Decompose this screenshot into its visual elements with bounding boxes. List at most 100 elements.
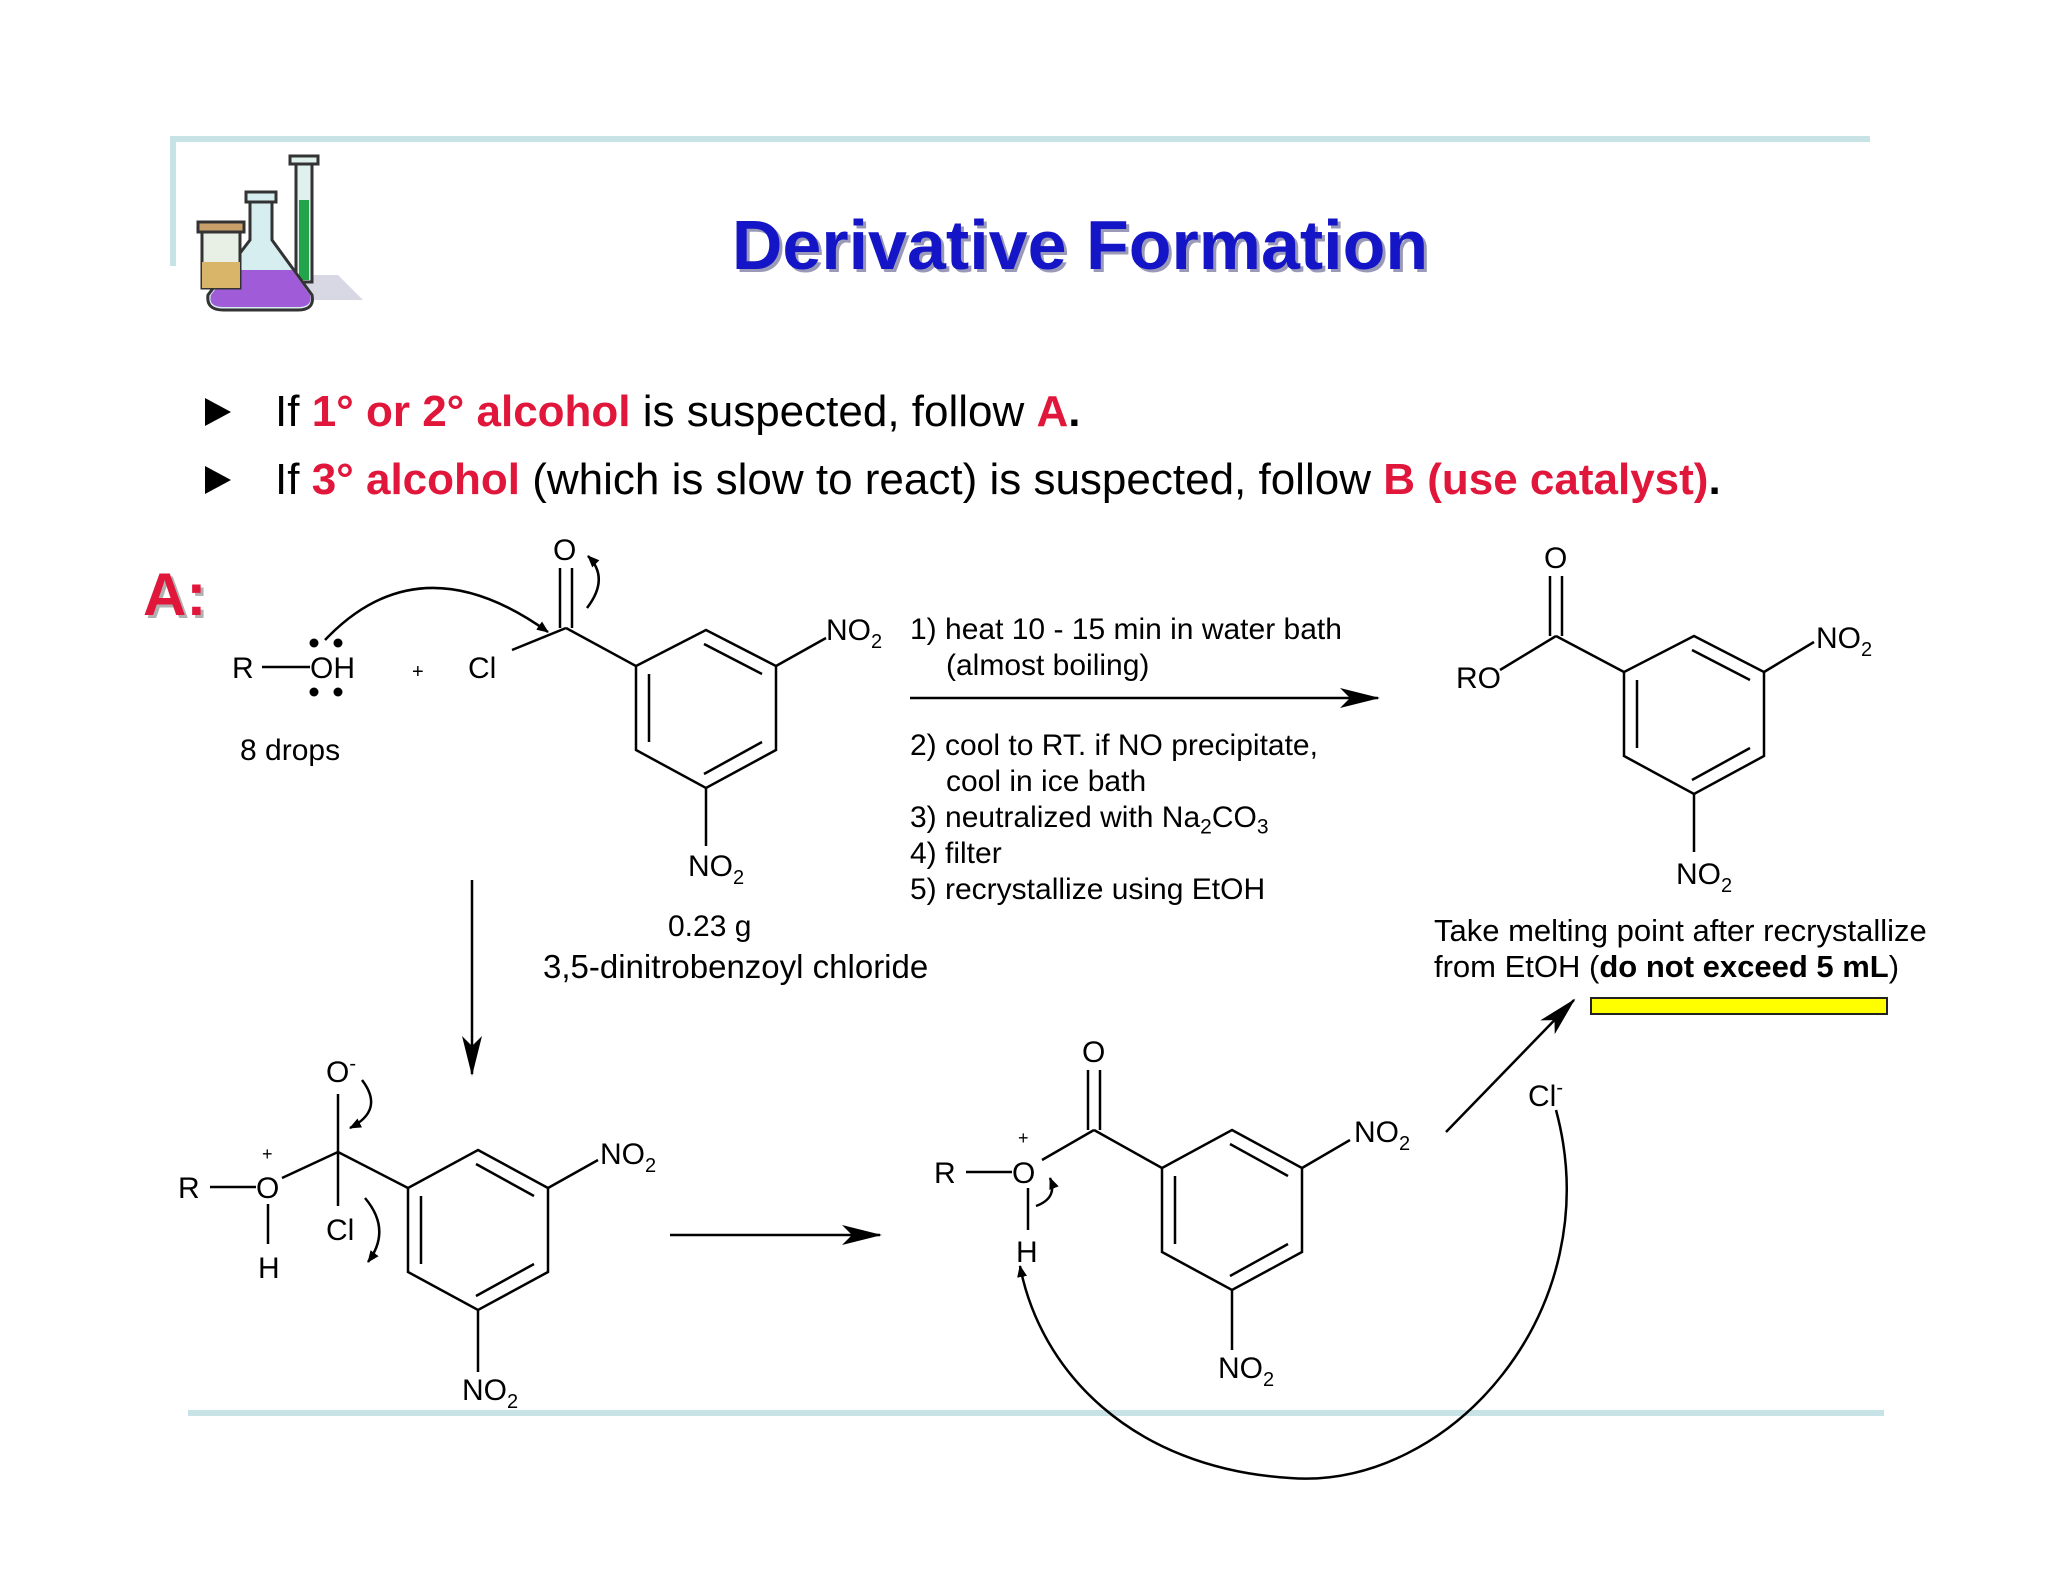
- electron-dot: [333, 687, 343, 697]
- curved-arrow: [1035, 1177, 1059, 1208]
- bullet-period: .: [1708, 455, 1721, 504]
- ion-label: Cl-: [1528, 1077, 1563, 1113]
- atom-label: H: [1016, 1236, 1038, 1269]
- benzene-ring: [1622, 634, 1766, 796]
- bond: [1093, 1128, 1163, 1170]
- section-colon: :: [186, 561, 207, 628]
- curved-arrow: [349, 1079, 373, 1130]
- atom-label: H: [258, 1252, 280, 1285]
- bullet-highlight: 1° or 2° alcohol: [311, 387, 631, 436]
- bond: [1763, 640, 1815, 674]
- lone-pairs: [309, 638, 343, 697]
- curved-arrow: [324, 586, 549, 641]
- group-label: NO2: [1676, 858, 1732, 897]
- bond: [565, 626, 637, 668]
- atom-label: O: [553, 534, 576, 567]
- curved-arrow: [364, 1197, 381, 1263]
- ring-double-bond: [1691, 648, 1751, 682]
- step-1: 1) heat 10 - 15 min in water bath: [910, 613, 1342, 646]
- group-label: NO2: [462, 1374, 518, 1413]
- amount-label: 8 drops: [240, 734, 340, 767]
- reaction-arrow: [1445, 998, 1576, 1133]
- bond: [1499, 634, 1557, 672]
- group-label: NO2: [1816, 622, 1872, 661]
- section-label-a: A:: [143, 560, 206, 629]
- benzene-ring: [1160, 1128, 1304, 1292]
- bond: [1041, 1128, 1095, 1162]
- top-rule: [170, 136, 1870, 142]
- reagent-name: 3,5-dinitrobenzoyl chloride: [543, 948, 928, 985]
- ring-double-bond: [703, 642, 763, 676]
- section-letter: A: [143, 561, 187, 628]
- atom-label: O-: [326, 1053, 356, 1089]
- atom-label: R: [232, 652, 254, 685]
- group-label: NO2: [826, 614, 882, 653]
- electron-dot: [309, 687, 319, 697]
- lab-glassware-icon: [196, 154, 363, 312]
- amount-label: 0.23 g: [668, 910, 751, 943]
- atom-label: O: [1012, 1157, 1035, 1190]
- subscript: 2: [1200, 815, 1212, 839]
- bullet-highlight: 3° alcohol: [311, 455, 520, 504]
- plus-sign: +: [412, 661, 424, 683]
- bond: [337, 1150, 409, 1190]
- ring-double-bond: [703, 740, 763, 776]
- left-rule: [170, 136, 176, 266]
- atom-label: R: [934, 1157, 956, 1190]
- bond: [1555, 634, 1625, 674]
- bullet-plain: (which is slow to react) is suspected, f…: [520, 455, 1384, 504]
- note-line-2: from EtOH (do not exceed 5 mL): [1434, 949, 1927, 985]
- step-5: 5) recrystallize using EtOH: [910, 873, 1266, 906]
- melting-point-note: Take melting point after recrystallize f…: [1434, 913, 1927, 985]
- curved-arrow: [586, 555, 600, 609]
- bullet-text: If 1° or 2° alcohol is suspected, follow…: [275, 378, 1081, 446]
- bullet-highlight: A: [1036, 387, 1069, 436]
- bottom-rule: [188, 1410, 1884, 1416]
- atom-label: O: [256, 1172, 279, 1205]
- bond: [511, 626, 567, 652]
- group-label: NO2: [600, 1138, 656, 1177]
- bullet-plain: is suspected, follow: [630, 387, 1037, 436]
- step-2-detail: cool in ice bath: [946, 765, 1147, 798]
- note-text: from EtOH (: [1434, 949, 1600, 984]
- bullet-highlight: B (use catalyst): [1383, 455, 1709, 504]
- bullet-plain: If: [275, 387, 312, 436]
- step-1-detail: (almost boiling): [946, 649, 1150, 682]
- ring-double-bond: [1229, 1142, 1289, 1178]
- bond: [281, 1150, 339, 1180]
- ring-double-bond: [1229, 1242, 1289, 1278]
- curved-arrow: [1017, 1109, 1568, 1480]
- benzene-ring: [634, 628, 778, 790]
- bond: [775, 636, 827, 668]
- atom-label: RO: [1456, 662, 1501, 695]
- bullet-list: If 1° or 2° alcohol is suspected, follow…: [205, 378, 1721, 514]
- group-label: NO2: [688, 850, 744, 889]
- atom-label: O: [1082, 1036, 1105, 1069]
- benzene-ring: [406, 1148, 550, 1312]
- step-3-text: CO: [1211, 801, 1257, 834]
- note-text: ): [1888, 949, 1900, 984]
- charge-label: +: [1018, 1128, 1029, 1148]
- step-4: 4) filter: [910, 837, 1002, 870]
- bullet-plain: If: [275, 455, 312, 504]
- ring-double-bond: [475, 1162, 535, 1198]
- bullet-item: If 3° alcohol (which is slow to react) i…: [205, 446, 1721, 514]
- electron-dot: [309, 638, 319, 648]
- step-3: 3) neutralized with Na2CO3: [910, 800, 1342, 839]
- group-label: NO2: [1218, 1352, 1274, 1391]
- step-3-text: 3) neutralized with Na: [910, 801, 1201, 834]
- group-label: NO2: [1354, 1116, 1410, 1155]
- procedure-steps: 1) heat 10 - 15 min in water bath (almos…: [910, 612, 1342, 908]
- bullet-arrow-icon: [205, 398, 231, 426]
- electron-dot: [333, 638, 343, 648]
- atom-label: R: [178, 1172, 200, 1205]
- atom-label: OH: [310, 652, 355, 685]
- bullet-text: If 3° alcohol (which is slow to react) i…: [275, 446, 1721, 514]
- note-line-1: Take melting point after recrystallize: [1434, 913, 1927, 948]
- charge-label: +: [262, 1144, 273, 1164]
- atom-label: Cl: [468, 652, 496, 685]
- step-2: 2) cool to RT. if NO precipitate,: [910, 729, 1318, 762]
- bond: [1301, 1138, 1351, 1170]
